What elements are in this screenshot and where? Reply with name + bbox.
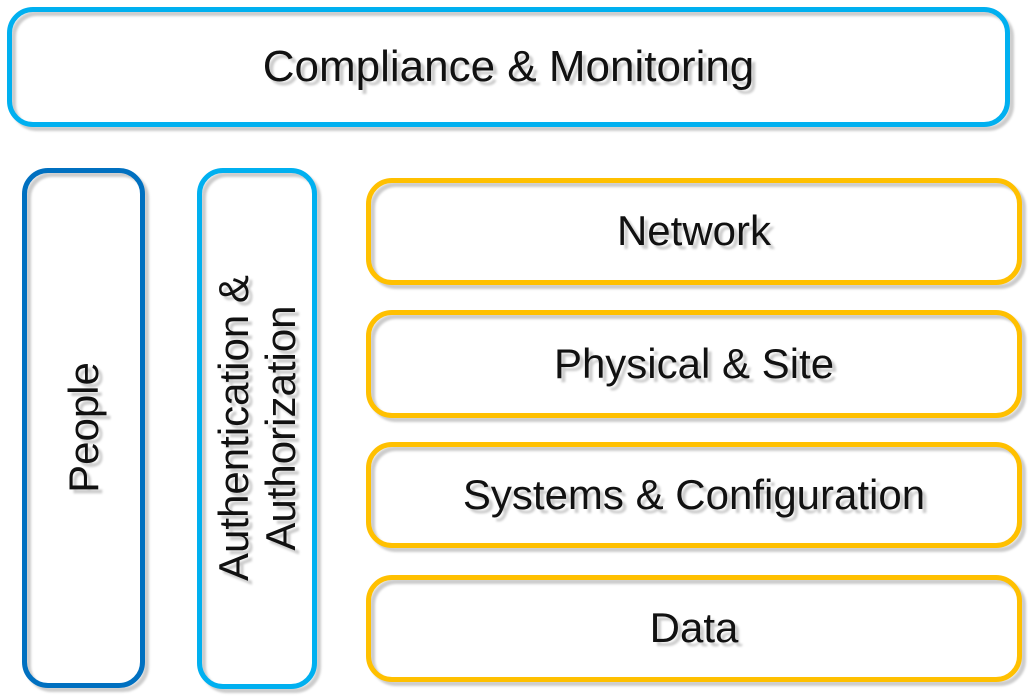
authentication-authorization-label: Authentication & Authorization xyxy=(210,276,304,582)
box-network: Network xyxy=(366,178,1022,285)
box-compliance-monitoring: Compliance & Monitoring xyxy=(7,7,1010,127)
people-label: People xyxy=(59,362,107,494)
box-systems-configuration: Systems & Configuration xyxy=(366,442,1022,548)
authorization-line: Authorization xyxy=(257,305,304,552)
authentication-line: Authentication & xyxy=(209,275,257,582)
physical-site-label: Physical & Site xyxy=(553,339,835,387)
box-physical-site: Physical & Site xyxy=(366,310,1022,418)
network-label: Network xyxy=(616,207,772,255)
compliance-monitoring-label: Compliance & Monitoring xyxy=(262,41,755,91)
box-data: Data xyxy=(366,575,1022,682)
box-people: People xyxy=(22,168,145,688)
systems-configuration-label: Systems & Configuration xyxy=(462,470,926,518)
box-authentication-authorization: Authentication & Authorization xyxy=(197,168,317,689)
data-label: Data xyxy=(649,604,739,652)
